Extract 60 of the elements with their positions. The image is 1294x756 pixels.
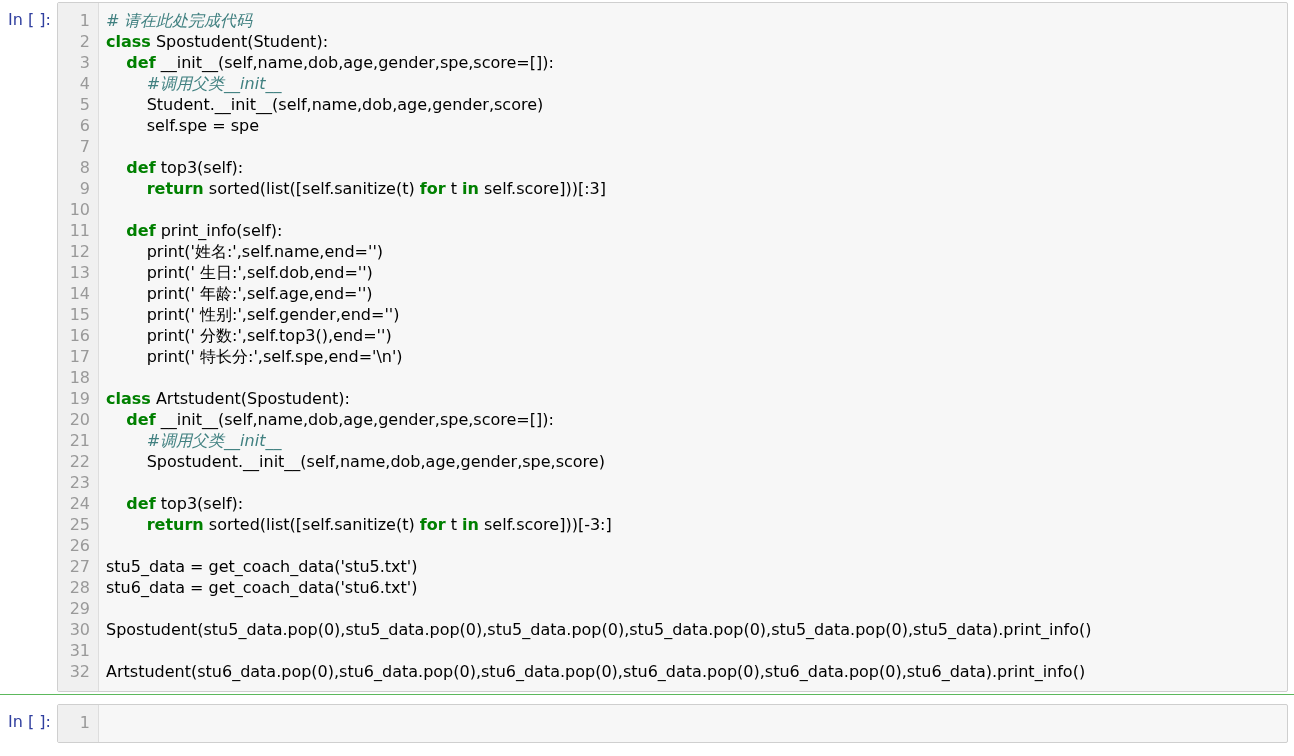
code-line: print(' 分数:',self.top3(),end='') (145, 325, 392, 346)
input-prompt: In [ ]: (8, 711, 51, 732)
line-number: 12 (68, 241, 90, 262)
line-number: 7 (78, 136, 90, 157)
line-number: 16 (68, 325, 90, 346)
line-number: 13 (68, 262, 90, 283)
code-line: print(' 年龄:',self.age,end='') (145, 283, 373, 304)
line-number: 2 (78, 31, 90, 52)
code-line: def print_info(self): (125, 220, 283, 241)
code-comment: #调用父类__init__ (145, 430, 282, 451)
line-number: 18 (68, 367, 90, 388)
code-line: Spostudent.__init__(self,name,dob,age,gender,spe,score) (145, 451, 605, 472)
code-line: return sorted(list([self.sanitize(t) for t in self.score]))[:3] (145, 178, 606, 199)
line-number: 32 (68, 661, 90, 682)
line-number: 9 (78, 178, 90, 199)
line-number: 10 (68, 199, 90, 220)
line-number: 25 (68, 514, 90, 535)
code-line: class Artstudent(Spostudent): (106, 388, 350, 409)
line-number: 17 (68, 346, 90, 367)
code-line: print('姓名:',self.name,end='') (145, 241, 384, 262)
line-number: 24 (68, 493, 90, 514)
code-line: def top3(self): (125, 493, 244, 514)
line-number: 3 (78, 52, 90, 73)
code-comment: # 请在此处完成代码 (106, 10, 253, 31)
line-number: 27 (68, 556, 90, 577)
input-prompt: In [ ]: (8, 9, 51, 30)
line-number: 15 (68, 304, 90, 325)
line-number: 30 (68, 619, 90, 640)
line-number: 20 (68, 409, 90, 430)
code-line: stu6_data = get_coach_data('stu6.txt') (106, 577, 418, 598)
code-comment: #调用父类__init__ (145, 73, 282, 94)
line-number: 29 (68, 598, 90, 619)
code-line: Spostudent(stu5_data.pop(0),stu5_data.pop(0),stu5_data.pop(0),stu5_data.pop(0),stu5_data.pop(0),stu5_data).print_info() (106, 619, 1092, 640)
line-number: 4 (78, 73, 90, 94)
code-line: def __init__(self,name,dob,age,gender,spe,score=[]): (125, 409, 554, 430)
line-number: 28 (68, 577, 90, 598)
line-number: 31 (68, 640, 90, 661)
line-number: 26 (68, 535, 90, 556)
line-number: 1 (78, 712, 90, 733)
code-line: print(' 生日:',self.dob,end='') (145, 262, 373, 283)
code-line: def __init__(self,name,dob,age,gender,spe,score=[]): (125, 52, 554, 73)
code-line: def top3(self): (125, 157, 244, 178)
line-number: 8 (78, 157, 90, 178)
line-number: 11 (68, 220, 90, 241)
code-line: print(' 特长分:',self.spe,end='\n') (145, 346, 403, 367)
code-line: Student.__init__(self,name,dob,age,gender,score) (145, 94, 544, 115)
line-number: 21 (68, 430, 90, 451)
code-line: stu5_data = get_coach_data('stu5.txt') (106, 556, 418, 577)
line-number: 22 (68, 451, 90, 472)
code-line: print(' 性别:',self.gender,end='') (145, 304, 400, 325)
code-line: self.spe = spe (145, 115, 260, 136)
line-number: 1 (78, 10, 90, 31)
line-number: 19 (68, 388, 90, 409)
line-number: 6 (78, 115, 90, 136)
line-number: 5 (78, 94, 90, 115)
code-line: class Spostudent(Student): (106, 31, 329, 52)
code-line: return sorted(list([self.sanitize(t) for t in self.score]))[-3:] (145, 514, 612, 535)
code-line: Artstudent(stu6_data.pop(0),stu6_data.pop(0),stu6_data.pop(0),stu6_data.pop(0),stu6_data.pop(0),stu6_data).print_info() (106, 661, 1086, 682)
line-number: 23 (68, 472, 90, 493)
line-number: 14 (68, 283, 90, 304)
